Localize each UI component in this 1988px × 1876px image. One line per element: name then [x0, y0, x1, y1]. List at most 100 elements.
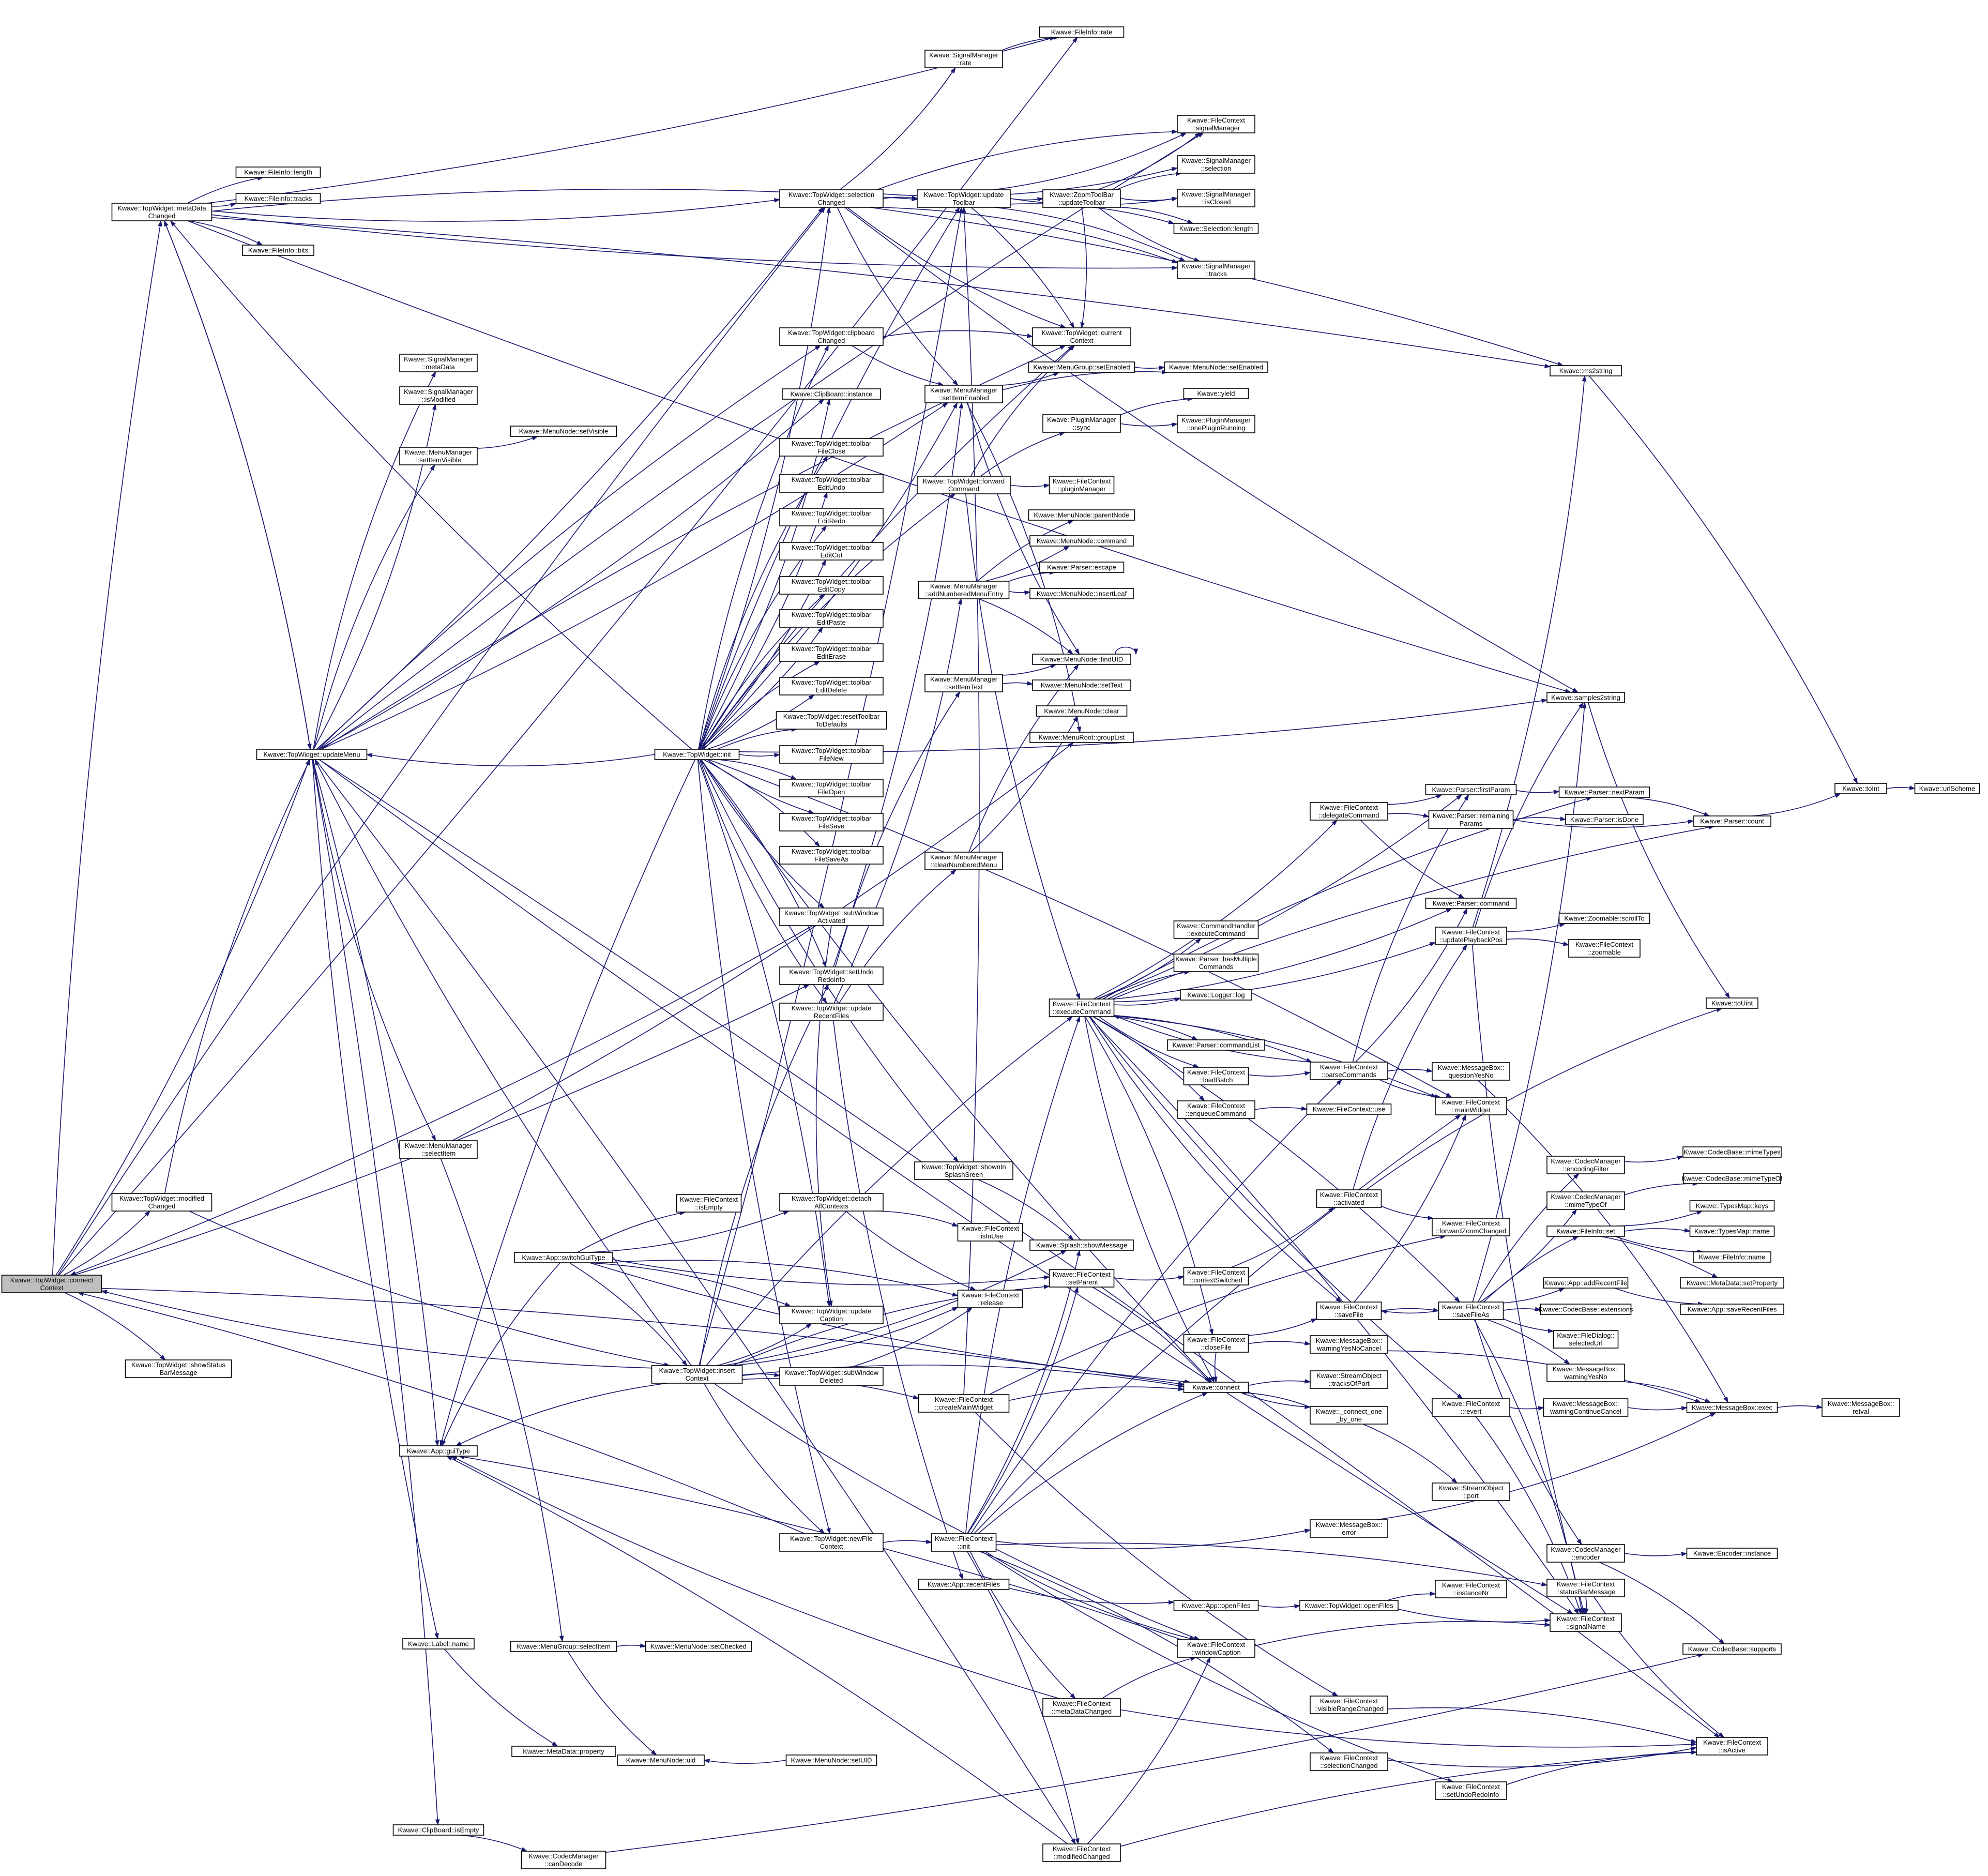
graph-node[interactable]: Kwave::MenuNode::setEnabled — [1164, 361, 1268, 373]
graph-node[interactable]: Kwave::CodecBase::supports — [1682, 1643, 1782, 1655]
graph-node[interactable]: Kwave::FileContext::visibleRangeChanged — [1310, 1696, 1388, 1714]
graph-node[interactable]: Kwave::FileContext::saveFileAs — [1438, 1302, 1504, 1320]
graph-node[interactable]: Kwave::Selection::length — [1173, 223, 1259, 234]
graph-node[interactable]: Kwave::FileContext::zoomable — [1568, 939, 1641, 958]
graph-node[interactable]: Kwave::FileContext::activated — [1316, 1189, 1382, 1208]
graph-node[interactable]: Kwave::FileContext::selectionChanged — [1310, 1752, 1388, 1771]
graph-node[interactable]: Kwave::FileContext::signalManager — [1177, 115, 1255, 133]
graph-node[interactable]: Kwave::FileContext::pluginManager — [1049, 476, 1115, 494]
graph-node[interactable]: Kwave::FileContext::revert — [1432, 1398, 1510, 1417]
graph-node[interactable]: Kwave::TopWidget::updateMenu — [256, 749, 368, 760]
graph-node[interactable]: Kwave::FileInfo::tracks — [235, 193, 321, 204]
graph-node[interactable]: Kwave::FileContext::forwardZoomChanged — [1432, 1218, 1510, 1236]
graph-node[interactable]: Kwave::MenuManager::selectItem — [399, 1140, 478, 1159]
graph-node[interactable]: Kwave::MenuManager::setItemText — [924, 674, 1003, 692]
graph-node[interactable]: Kwave::App::switchGuiType — [514, 1252, 613, 1263]
graph-node[interactable]: Kwave::FileContext::parseCommands — [1310, 1062, 1388, 1080]
graph-node[interactable]: Kwave::FileInfo::name — [1693, 1251, 1771, 1263]
graph-node[interactable]: Kwave::TopWidget::selectionChanged — [779, 189, 884, 208]
graph-node[interactable]: Kwave::Parser::firstParam — [1425, 784, 1517, 795]
graph-node[interactable]: Kwave::FileContext::createMainWidget — [918, 1394, 1010, 1413]
graph-node[interactable]: Kwave::FileContext::instanceNr — [1435, 1580, 1507, 1598]
graph-node[interactable]: Kwave::Splash::showMessage — [1029, 1239, 1134, 1251]
graph-node[interactable]: Kwave::FileContext::use — [1306, 1103, 1392, 1115]
graph-node[interactable]: Kwave::SignalManager::rate — [924, 50, 1003, 68]
graph-node[interactable]: Kwave::MenuNode::parentNode — [1028, 509, 1135, 521]
graph-node[interactable]: Kwave::Parser::escape — [1039, 562, 1125, 573]
graph-node[interactable]: Kwave::SignalManager::tracks — [1177, 261, 1255, 279]
graph-node[interactable]: Kwave::CommandHandler::executeCommand — [1173, 920, 1259, 939]
graph-node[interactable]: Kwave::FileContext::statusBarMessage — [1546, 1579, 1625, 1597]
graph-node[interactable]: Kwave::MenuNode::uid — [617, 1754, 705, 1766]
graph-node[interactable]: Kwave::FileInfo::rate — [1039, 26, 1125, 38]
graph-node[interactable]: Kwave::CodecBase::mimeTypeOf — [1682, 1173, 1783, 1184]
graph-node[interactable]: Kwave::StreamObject::tracksOfPort — [1310, 1370, 1388, 1389]
graph-node[interactable]: Kwave::SignalManager::selection — [1177, 155, 1255, 174]
graph-node[interactable]: Kwave::FileContext::loadBatch — [1183, 1067, 1249, 1085]
graph-node[interactable]: Kwave::TopWidget::updateToolbar — [917, 189, 1011, 208]
graph-node[interactable]: Kwave::FileInfo::length — [235, 167, 321, 178]
graph-node[interactable]: Kwave::FileContext::release — [957, 1290, 1023, 1308]
graph-node[interactable]: Kwave::MenuGroup::selectItem — [510, 1641, 617, 1652]
graph-node[interactable]: Kwave::FileContext::isInUse — [957, 1223, 1023, 1242]
graph-node[interactable]: Kwave::TopWidget::setUndoRedoInfo — [779, 966, 884, 985]
graph-node[interactable]: Kwave::SignalManager::isClosed — [1177, 189, 1255, 207]
graph-node[interactable]: Kwave::FileContext::updatePlaybackPos — [1435, 927, 1507, 945]
graph-node[interactable]: Kwave::MenuNode::findUID — [1032, 654, 1131, 665]
graph-node[interactable]: Kwave::yield — [1183, 388, 1249, 399]
graph-node[interactable]: Kwave::FileContext::delegateCommand — [1310, 802, 1388, 821]
graph-node[interactable]: Kwave::ClipBoard::isEmpty — [392, 1824, 484, 1836]
graph-node[interactable]: Kwave::Parser::command — [1425, 898, 1517, 909]
graph-node[interactable]: Kwave::FileContext::setUndoRedoInfo — [1435, 1781, 1507, 1800]
graph-node[interactable]: Kwave::CodecBase::extensions — [1539, 1304, 1633, 1315]
graph-node[interactable]: Kwave::Logger::log — [1180, 989, 1252, 1001]
graph-node[interactable]: Kwave::MessageBox::warningYesNoCancel — [1310, 1335, 1388, 1354]
graph-node[interactable]: Kwave::TypesMap::keys — [1689, 1200, 1775, 1212]
graph-node[interactable]: Kwave::FileContext::metaDataChanged — [1042, 1698, 1121, 1717]
graph-node[interactable]: Kwave::Parser::nextParam — [1558, 786, 1650, 798]
graph-node[interactable]: Kwave::MessageBox::exec — [1686, 1402, 1778, 1413]
graph-node[interactable]: Kwave::MenuNode::setChecked — [645, 1641, 752, 1652]
graph-node[interactable]: Kwave::App::openFiles — [1173, 1600, 1259, 1611]
graph-node[interactable]: Kwave::TypesMap::name — [1689, 1226, 1775, 1237]
graph-node[interactable]: Kwave::App::guiType — [399, 1445, 478, 1457]
graph-node[interactable]: Kwave::PluginManager::onePluginRunning — [1177, 415, 1255, 433]
graph-node[interactable]: Kwave::TopWidget::init — [654, 749, 740, 760]
graph-node[interactable]: Kwave::FileDialog::selectedUrl — [1553, 1330, 1619, 1349]
graph-node[interactable]: Kwave::FileContext::isEmpty — [676, 1194, 742, 1213]
graph-node[interactable]: Kwave::MessageBox::warningYesNo — [1546, 1364, 1625, 1382]
graph-node[interactable]: Kwave::SignalManager::metaData — [399, 354, 478, 372]
graph-node[interactable]: Kwave::FileContext::executeCommand — [1049, 998, 1115, 1017]
graph-node[interactable]: Kwave::CodecManager::canDecode — [521, 1851, 606, 1869]
graph-node[interactable]: Kwave::CodecBase::mimeTypes — [1682, 1146, 1782, 1158]
graph-node[interactable]: Kwave::MenuGroup::setEnabled — [1028, 361, 1135, 373]
graph-node[interactable]: Kwave::FileContext::mainWidget — [1435, 1097, 1507, 1115]
graph-node[interactable]: Kwave::Zoomable::scrollTo — [1558, 913, 1650, 924]
graph-node[interactable]: Kwave::MetaData::setProperty — [1680, 1277, 1784, 1289]
graph-node[interactable]: Kwave::ms2string — [1550, 365, 1622, 376]
graph-node[interactable]: Kwave::SignalManager::isModified — [399, 386, 478, 405]
graph-node[interactable]: Kwave::Encoder::instance — [1686, 1548, 1778, 1559]
graph-node[interactable]: Kwave::Parser::isDone — [1565, 814, 1644, 825]
